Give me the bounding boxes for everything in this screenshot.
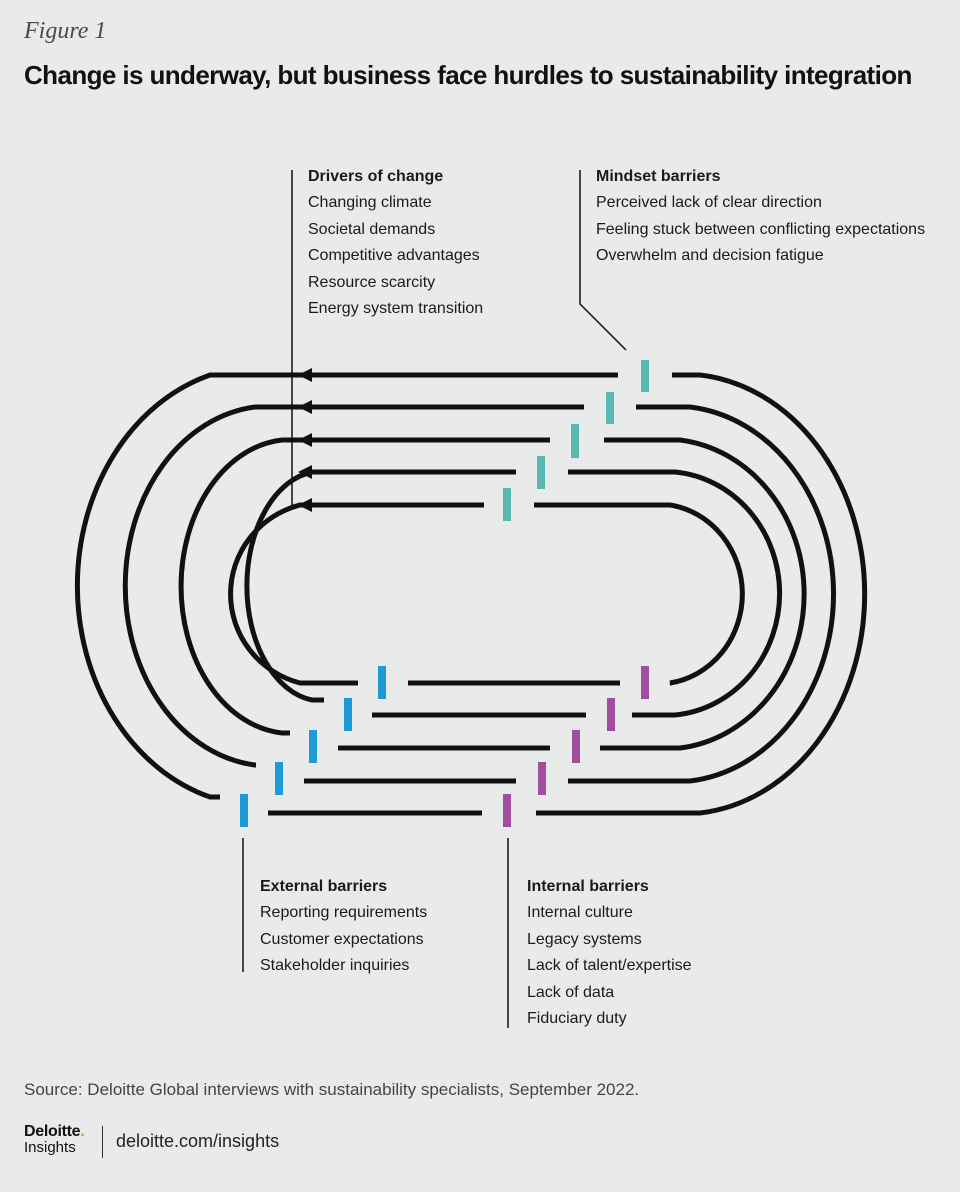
external-barrier-5: [240, 794, 248, 827]
arrowheads: [298, 368, 312, 512]
internal-barrier-5: [503, 794, 511, 827]
internal-item: Legacy systems: [527, 930, 642, 948]
lane-top-straights: [310, 372, 618, 508]
internal-item: Lack of data: [527, 983, 615, 1001]
mindset-barrier-marks: [503, 360, 649, 521]
lane-4-left: [244, 469, 324, 703]
mindset-barrier-3: [571, 424, 579, 458]
arrowhead-1: [298, 368, 312, 382]
mindset-heading: Mindset barriers: [596, 168, 721, 185]
source-note: Source: Deloitte Global interviews with …: [24, 1080, 640, 1099]
drivers-block: Drivers of change Changing climate Socie…: [308, 164, 483, 322]
mindset-barrier-4: [537, 456, 545, 489]
arrowhead-5: [298, 498, 312, 512]
site-link[interactable]: deloitte.com/insights: [116, 1131, 280, 1151]
drivers-heading: Drivers of change: [308, 168, 444, 185]
lane-2-left: [122, 404, 310, 768]
lane-3-left: [178, 437, 310, 736]
internal-barrier-1: [641, 666, 649, 699]
internal-barrier-4: [538, 762, 546, 795]
lane-5-right: [534, 502, 745, 686]
logo-brand: Deloitte: [24, 1123, 81, 1140]
mindset-block: Mindset barriers Perceived lack of clear…: [596, 164, 925, 270]
arrowhead-3: [298, 433, 312, 447]
internal-item: Lack of talent/expertise: [527, 957, 692, 975]
logo-sub: Insights: [24, 1139, 76, 1156]
mindset-item: Perceived lack of clear direction: [596, 194, 822, 212]
drivers-item: Energy system transition: [308, 300, 484, 318]
lane-3-right: [600, 437, 807, 751]
internal-barrier-marks: [503, 666, 649, 827]
lane-5-left: [228, 502, 358, 686]
logo-dot: .: [80, 1123, 85, 1140]
drivers-item: Changing climate: [308, 194, 432, 212]
external-item: Stakeholder inquiries: [260, 957, 410, 975]
external-item: Customer expectations: [260, 930, 424, 948]
internal-block: Internal barriers Internal culture Legac…: [527, 874, 692, 1032]
mindset-item: Feeling stuck between conflicting expect…: [596, 220, 926, 238]
internal-item: Fiduciary duty: [527, 1010, 627, 1028]
mindset-barrier-2: [606, 392, 614, 424]
lane-bottom-straights: [268, 680, 620, 816]
drivers-item: Resource scarcity: [308, 273, 436, 291]
external-barrier-4: [275, 762, 283, 795]
figure-title: Change is underway, but business face hu…: [24, 60, 912, 90]
drivers-item: Societal demands: [308, 220, 436, 238]
figure-label: Figure 1: [24, 18, 107, 44]
internal-barrier-3: [572, 730, 580, 763]
mindset-callout-line: [579, 170, 627, 351]
footer-divider: [102, 1126, 103, 1158]
callout-lines: [242, 170, 627, 1028]
drivers-item: Competitive advantages: [308, 247, 480, 265]
external-item: Reporting requirements: [260, 904, 428, 922]
external-heading: External barriers: [260, 878, 388, 895]
lane-left-halves: [74, 372, 358, 800]
lane-1-left: [74, 372, 310, 800]
external-barrier-1: [378, 666, 386, 699]
mindset-item: Overwhelm and decision fatigue: [596, 247, 824, 265]
external-barrier-2: [344, 698, 352, 731]
internal-barrier-2: [607, 698, 615, 731]
lane-2-right: [568, 404, 836, 784]
arrowhead-2: [298, 400, 312, 414]
mindset-barrier-1: [641, 360, 649, 392]
external-barrier-3: [309, 730, 317, 763]
deloitte-insights-logo: Deloitte. Insights: [24, 1124, 85, 1156]
lane-1-right: [536, 372, 868, 816]
lane-4-right: [568, 469, 783, 718]
external-barrier-marks: [240, 666, 386, 827]
mindset-barrier-5: [503, 488, 511, 521]
internal-item: Internal culture: [527, 904, 633, 922]
external-block: External barriers Reporting requirements…: [260, 874, 427, 980]
internal-heading: Internal barriers: [527, 878, 649, 895]
arrowhead-4: [298, 465, 312, 479]
lane-right-halves: [534, 372, 868, 816]
